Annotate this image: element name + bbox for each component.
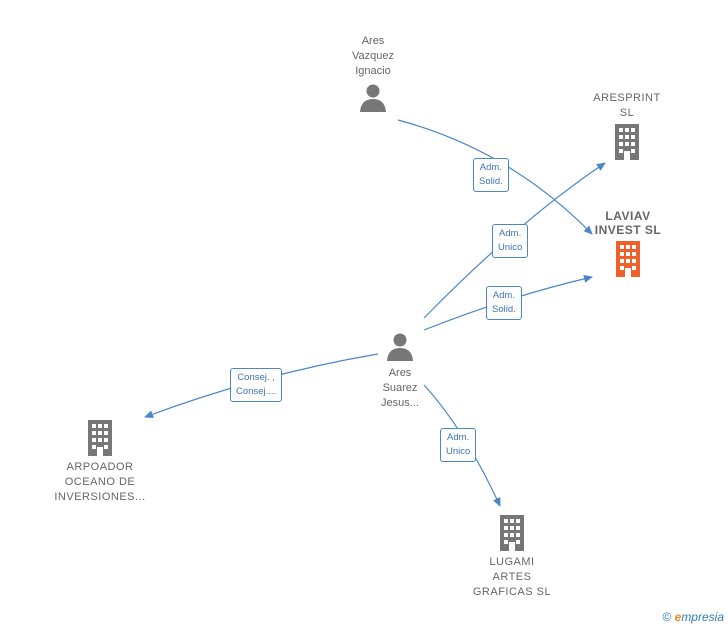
brand-initial: e bbox=[674, 610, 682, 624]
company-name: ARPOADOR OCEANO DE INVERSIONES... bbox=[54, 461, 146, 503]
relation-label-suarez-laviav[interactable]: Adm. Solid. bbox=[486, 286, 522, 320]
person-icon bbox=[360, 84, 386, 112]
person-name: Ares Suarez Jesus... bbox=[381, 367, 419, 409]
brand-name: mpresia bbox=[681, 610, 724, 624]
company-name: LUGAMI ARTES GRAFICAS SL bbox=[472, 556, 552, 598]
building-icon bbox=[88, 420, 112, 456]
person-name: Ares Vazquez Ignacio bbox=[352, 35, 394, 77]
company-name: LAVIAV INVEST SL bbox=[594, 209, 662, 237]
person-icon bbox=[387, 333, 413, 361]
empresia-watermark: © empresia bbox=[662, 610, 724, 624]
building-icon bbox=[615, 124, 639, 160]
company-node-lugami[interactable]: LUGAMI ARTES GRAFICAS SL bbox=[457, 515, 567, 600]
person-node-ares-vazquez-ignacio[interactable]: Ares Vazquez Ignacio bbox=[318, 34, 428, 113]
person-node-ares-suarez-jesus[interactable]: Ares Suarez Jesus... bbox=[345, 332, 455, 411]
company-name: ARESPRINT SL bbox=[593, 92, 661, 119]
relation-label-suarez-arpoador[interactable]: Consej. , Consej.... bbox=[230, 368, 283, 402]
building-icon bbox=[500, 515, 524, 551]
company-node-laviav-invest[interactable]: LAVIAV INVEST SL bbox=[572, 209, 684, 277]
relation-label-suarez-lugami[interactable]: Adm. Unico bbox=[440, 428, 477, 462]
company-node-arpoador[interactable]: ARPOADOR OCEANO DE INVERSIONES... bbox=[40, 420, 160, 505]
relation-label-suarez-aresprint[interactable]: Adm. Unico bbox=[492, 224, 529, 258]
company-node-aresprint[interactable]: ARESPRINT SL bbox=[572, 91, 682, 160]
relation-label-vazquez-laviav[interactable]: Adm. Solid. bbox=[473, 158, 509, 192]
building-icon bbox=[616, 241, 640, 277]
copyright-symbol: © bbox=[662, 610, 672, 624]
